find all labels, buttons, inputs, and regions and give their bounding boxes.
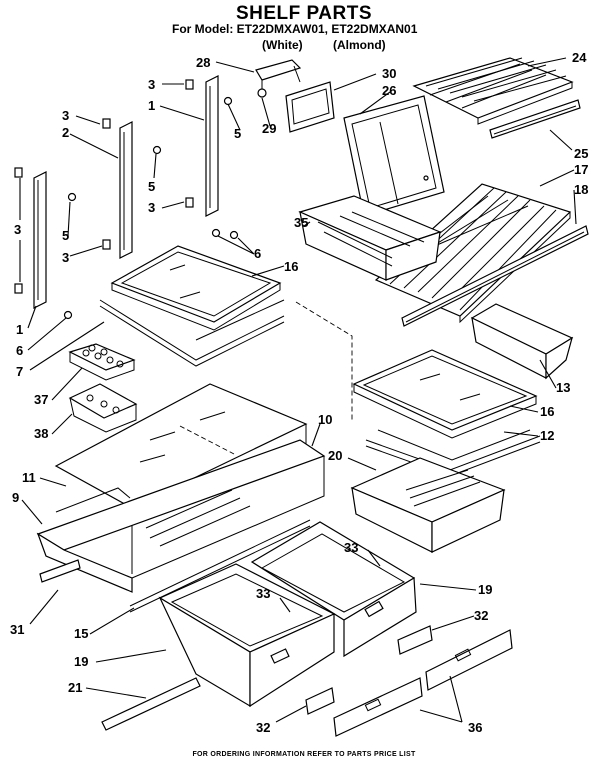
callout-28: 28 [196, 55, 210, 70]
callout-5a: 5 [234, 126, 241, 141]
callout-6b: 6 [16, 343, 23, 358]
glass-shelf-upper [110, 245, 282, 331]
callout-5c: 5 [62, 228, 69, 243]
callout-16a: 16 [284, 259, 298, 274]
crisper-frame [36, 439, 326, 593]
callout-10: 10 [318, 412, 332, 427]
callout-6a: 6 [254, 246, 261, 261]
callout-17: 17 [574, 162, 588, 177]
callout-31: 31 [10, 622, 24, 637]
callout-1b: 1 [16, 322, 23, 337]
callout-3a: 3 [148, 77, 155, 92]
crisper-drawer-upper [350, 457, 506, 553]
callout-7: 7 [16, 364, 23, 379]
shelf-rail-left [33, 171, 47, 309]
callout-5b: 5 [148, 179, 155, 194]
bottom-strip [101, 677, 201, 731]
callout-11: 11 [22, 470, 36, 485]
color-white: (White) [262, 38, 303, 52]
shelf-frame-right [365, 429, 541, 477]
callout-19b: 19 [74, 654, 88, 669]
callout-15: 15 [74, 626, 88, 641]
crisper-pan-left [158, 563, 336, 708]
callout-30: 30 [382, 66, 396, 81]
callout-25: 25 [574, 146, 588, 161]
callout-21: 21 [68, 680, 82, 695]
callout-3d: 3 [14, 222, 21, 237]
egg-holder [68, 383, 138, 433]
callout-20: 20 [328, 448, 342, 463]
callout-9: 9 [12, 490, 19, 505]
cover-part [285, 81, 335, 133]
callout-32a: 32 [474, 608, 488, 623]
wire-basket [298, 195, 442, 281]
crisper-pan-right [250, 521, 417, 658]
color-almond: (Almond) [333, 38, 386, 52]
divider-panel [343, 95, 445, 217]
callout-13: 13 [556, 380, 570, 395]
callout-16b: 16 [540, 404, 554, 419]
callout-26: 26 [382, 83, 396, 98]
ordering-note: FOR ORDERING INFORMATION REFER TO PARTS … [192, 751, 416, 758]
callout-35: 35 [294, 215, 308, 230]
wire-shelf-top [412, 57, 574, 125]
model-numbers: For Model: ET22DMXAW01, ET22DMXAN01 [172, 22, 418, 36]
callout-33a: 33 [344, 540, 358, 555]
crisper-rail [39, 559, 81, 583]
callout-36: 36 [468, 720, 482, 735]
deli-drawer [470, 303, 574, 380]
bracket-part [255, 59, 302, 98]
callout-1a: 1 [148, 98, 155, 113]
screw-parts [63, 96, 239, 320]
callout-3b: 3 [62, 108, 69, 123]
clip-parts [14, 79, 194, 294]
trim-strip-lower [401, 225, 589, 327]
leader-lines [19, 57, 577, 723]
callout-12: 12 [540, 428, 554, 443]
egg-tray [68, 343, 136, 381]
shelf-rail-middle [119, 121, 133, 259]
callout-24: 24 [572, 50, 587, 65]
callout-18: 18 [574, 182, 588, 197]
assembly-guide-lines [179, 301, 353, 455]
callout-labels: 28 30 24 3 26 1 29 5 3 2 25 17 5 18 3 3 … [10, 50, 588, 735]
callout-29: 29 [262, 121, 276, 136]
shelf-rail-right [205, 75, 219, 217]
callout-19a: 19 [478, 582, 492, 597]
callout-3c: 3 [148, 200, 155, 215]
glass-shelf-right [352, 349, 538, 439]
callout-33b: 33 [256, 586, 270, 601]
callout-37: 37 [34, 392, 48, 407]
callout-38: 38 [34, 426, 48, 441]
callout-3e: 3 [62, 250, 69, 265]
shelf-frame-upper [99, 299, 285, 367]
callout-32b: 32 [256, 720, 270, 735]
diagram-title: SHELF PARTS [235, 3, 373, 24]
trim-strip-upper [489, 99, 581, 139]
callout-2: 2 [62, 125, 69, 140]
pan-front-plates [305, 625, 513, 737]
